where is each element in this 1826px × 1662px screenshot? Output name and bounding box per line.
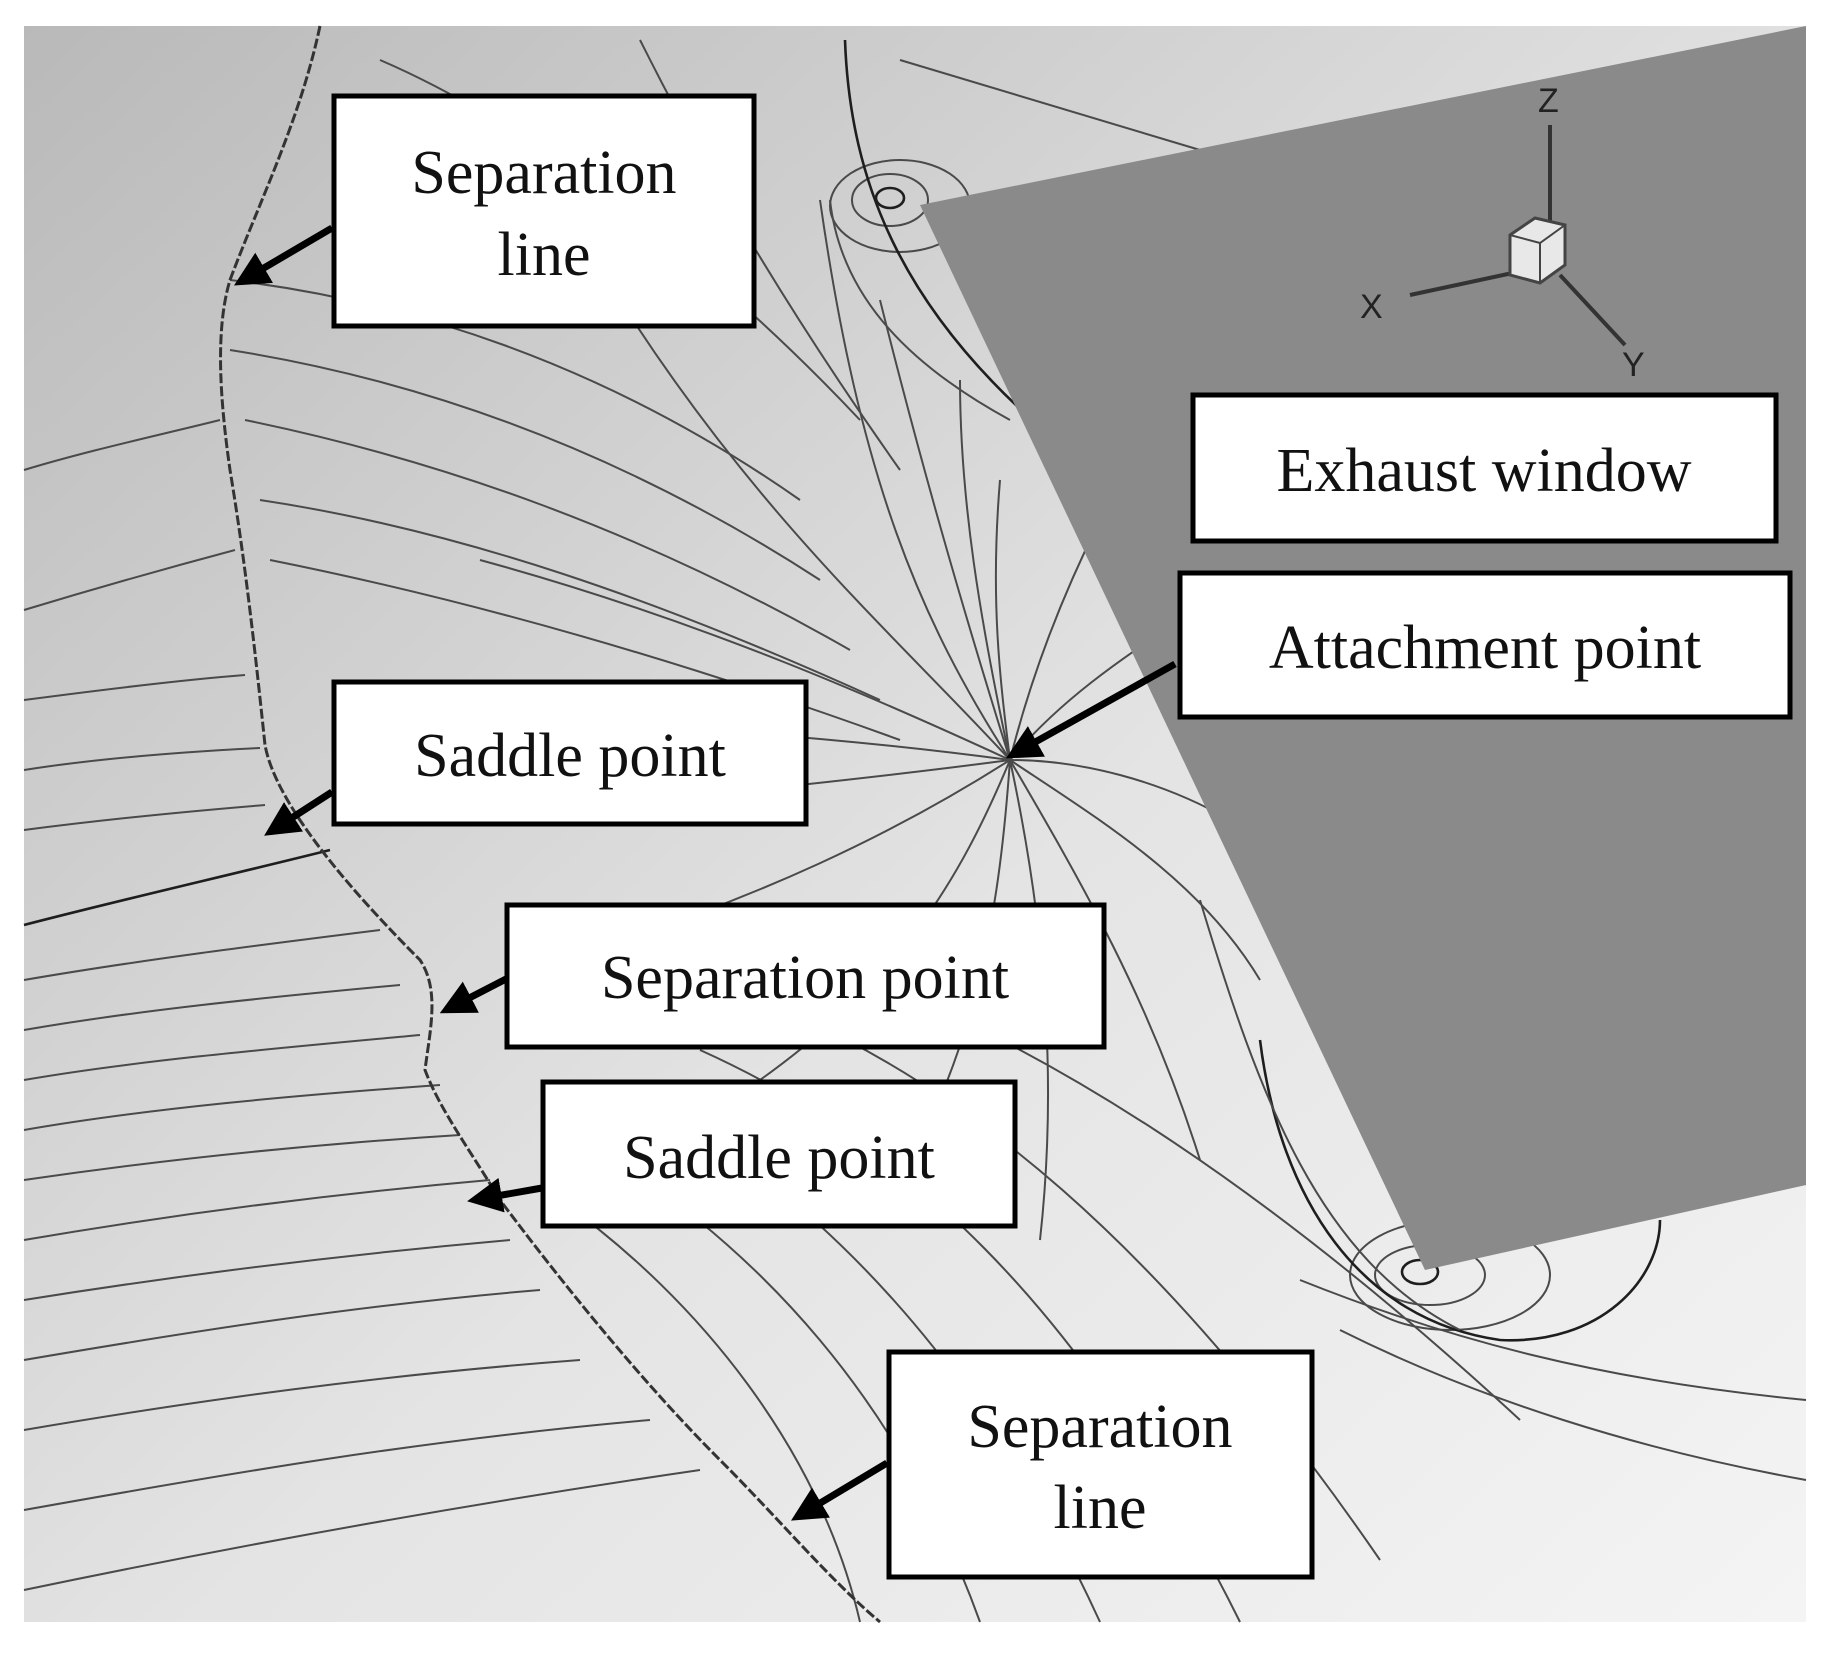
callout-separation-point: Separation point: [504, 902, 1107, 1050]
arrow-separation-line-top: [233, 224, 334, 286]
arrow-attachment-point: [1005, 660, 1177, 759]
axes-triad: Z X Y: [1360, 82, 1645, 384]
callout-separation-line-bottom-line2: line: [1054, 1474, 1147, 1542]
callout-exhaust-window-text: Exhaust window: [1276, 437, 1691, 505]
arrow-saddle-point-upper: [264, 789, 334, 836]
callout-exhaust-window: Exhaust window: [1190, 392, 1779, 544]
callout-separation-point-text: Separation point: [601, 944, 1009, 1012]
callout-saddle-point-lower: Saddle point: [540, 1079, 1018, 1229]
callout-separation-line-bottom-line1: Separation: [967, 1393, 1232, 1461]
callout-saddle-point-upper-text: Saddle point: [414, 722, 726, 790]
callout-separation-line-top: Separation line: [331, 93, 757, 329]
callout-separation-line-top-line1: Separation: [411, 139, 676, 207]
arrow-separation-point: [439, 974, 510, 1014]
callout-attachment-point-text: Attachment point: [1269, 614, 1701, 682]
arrow-saddle-point-lower: [467, 1177, 543, 1213]
arrow-separation-line-bottom: [790, 1459, 889, 1521]
axis-label-y: Y: [1622, 346, 1645, 384]
bottom-white-margin: [0, 1622, 1826, 1662]
separation-line-curve: [219, 25, 881, 1624]
callout-arrows: [233, 224, 1177, 1521]
callout-separation-line-top-line2: line: [498, 221, 591, 289]
axis-label-z: Z: [1538, 82, 1559, 120]
axis-label-x: X: [1360, 288, 1383, 326]
callout-saddle-point-lower-text: Saddle point: [623, 1124, 935, 1192]
callout-attachment-point: Attachment point: [1177, 570, 1793, 720]
callout-separation-line-bottom: Separation line: [886, 1349, 1315, 1580]
callout-saddle-point-upper: Saddle point: [331, 679, 809, 827]
